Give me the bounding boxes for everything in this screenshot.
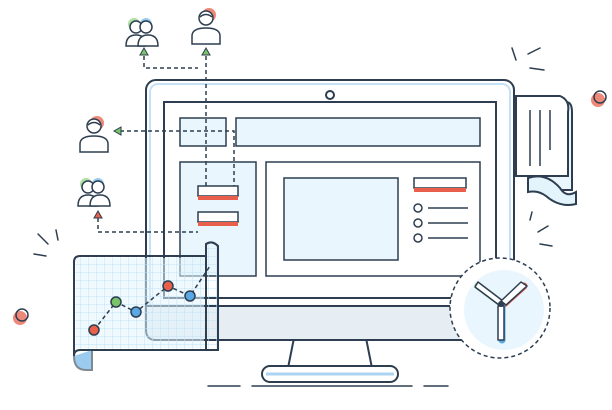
content-image-placeholder bbox=[283, 177, 399, 261]
clock-icon bbox=[449, 257, 551, 359]
document-scroll-icon bbox=[515, 95, 577, 206]
users-group-icon bbox=[125, 18, 159, 47]
chart-sheet-point bbox=[162, 280, 174, 292]
chart-sheet-point bbox=[184, 290, 196, 302]
user-left-icon bbox=[79, 116, 109, 153]
decorative-spark-lines bbox=[33, 47, 553, 257]
sidebar-button-1 bbox=[197, 185, 239, 200]
line-chart-sheet-icon bbox=[73, 241, 219, 371]
content-radio-list bbox=[413, 203, 468, 243]
screen-logo-box bbox=[179, 117, 227, 147]
desktop-monitor-icon bbox=[145, 79, 515, 383]
connector-arrows bbox=[93, 46, 211, 219]
document-page bbox=[515, 95, 570, 177]
monitor-stand bbox=[286, 337, 374, 369]
screen-header-bar bbox=[235, 117, 481, 147]
users-group-left-icon bbox=[77, 178, 111, 207]
user-icon bbox=[191, 8, 221, 45]
chart-sheet-point bbox=[130, 306, 142, 318]
chart-sheet-point bbox=[110, 296, 122, 308]
decorative-dots bbox=[13, 90, 607, 325]
chart-sheet-point bbox=[88, 324, 100, 336]
sidebar-button-2 bbox=[197, 211, 239, 226]
document-curl bbox=[527, 175, 577, 206]
dashed-connectors bbox=[97, 56, 235, 233]
webcam-dot bbox=[325, 90, 335, 100]
chart-sheet-line bbox=[93, 265, 211, 331]
content-primary-button bbox=[413, 177, 467, 192]
